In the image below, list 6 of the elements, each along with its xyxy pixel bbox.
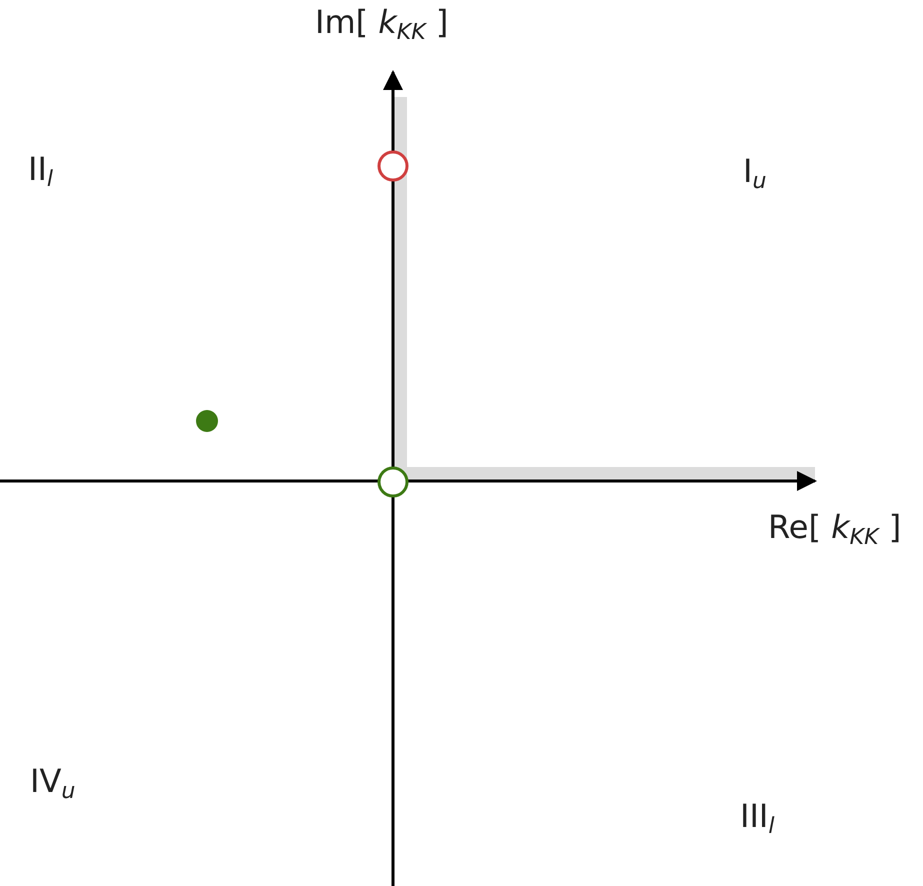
axis-label: Re[ k$_{KK}$ ] xyxy=(768,508,902,546)
axis-label: Im[ k$_{KK}$ ] xyxy=(315,3,448,41)
quadrant-label: I$_{u}$ xyxy=(743,152,766,190)
quadrant-label: II$_{l}$ xyxy=(28,150,53,188)
quadrant-label: III$_{l}$ xyxy=(740,797,774,835)
quadrant-label: IV$_{u}$ xyxy=(30,762,76,800)
